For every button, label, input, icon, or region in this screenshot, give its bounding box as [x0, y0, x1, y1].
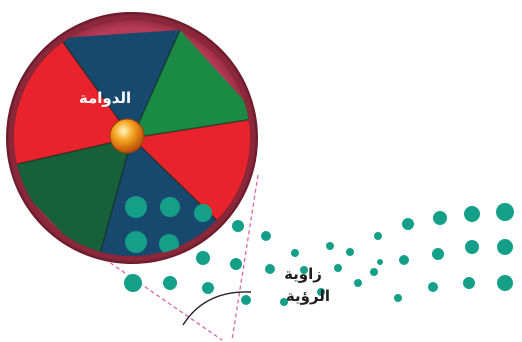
pattern-dot — [465, 240, 479, 254]
pattern-dot — [402, 218, 414, 230]
pattern-dot — [163, 276, 177, 290]
pattern-dot — [261, 231, 271, 241]
wheel-dot — [160, 197, 180, 217]
wheel-dot — [125, 196, 147, 218]
pattern-dot — [202, 282, 214, 294]
wheel-dot — [125, 231, 147, 253]
pattern-dot — [428, 282, 438, 292]
pattern-dot — [241, 295, 251, 305]
viewing-angle-label-line2: الرؤية — [286, 287, 330, 305]
pattern-dot — [232, 220, 244, 232]
pattern-dot — [334, 264, 342, 272]
pattern-dot — [496, 203, 514, 221]
spinner-label: الدوامة — [79, 89, 131, 107]
pattern-dot — [370, 268, 378, 276]
pattern-dot — [464, 206, 480, 222]
pattern-dot — [291, 249, 299, 257]
pattern-dot — [394, 294, 402, 302]
spinner-wheel: الدوامة — [0, 13, 260, 268]
pattern-dot — [265, 264, 275, 274]
pattern-dot — [399, 255, 409, 265]
pattern-dot — [497, 239, 513, 255]
pattern-dot — [354, 279, 362, 287]
pattern-dot — [326, 242, 334, 250]
wheel-dot — [194, 204, 212, 222]
viewing-angle-label-line1: زاوية — [284, 265, 322, 283]
viewing-angle-label: زاوية الرؤية — [284, 265, 330, 305]
center-ball — [110, 119, 144, 153]
pattern-dot — [377, 259, 383, 265]
pattern-dot — [497, 275, 513, 291]
pattern-dot — [230, 258, 242, 270]
pattern-dot — [124, 274, 142, 292]
pattern-dot — [463, 277, 475, 289]
pattern-dot — [196, 251, 210, 265]
pattern-dot — [432, 248, 444, 260]
pattern-dot — [433, 211, 447, 225]
pattern-dot — [346, 248, 354, 256]
pattern-dot — [374, 232, 382, 240]
